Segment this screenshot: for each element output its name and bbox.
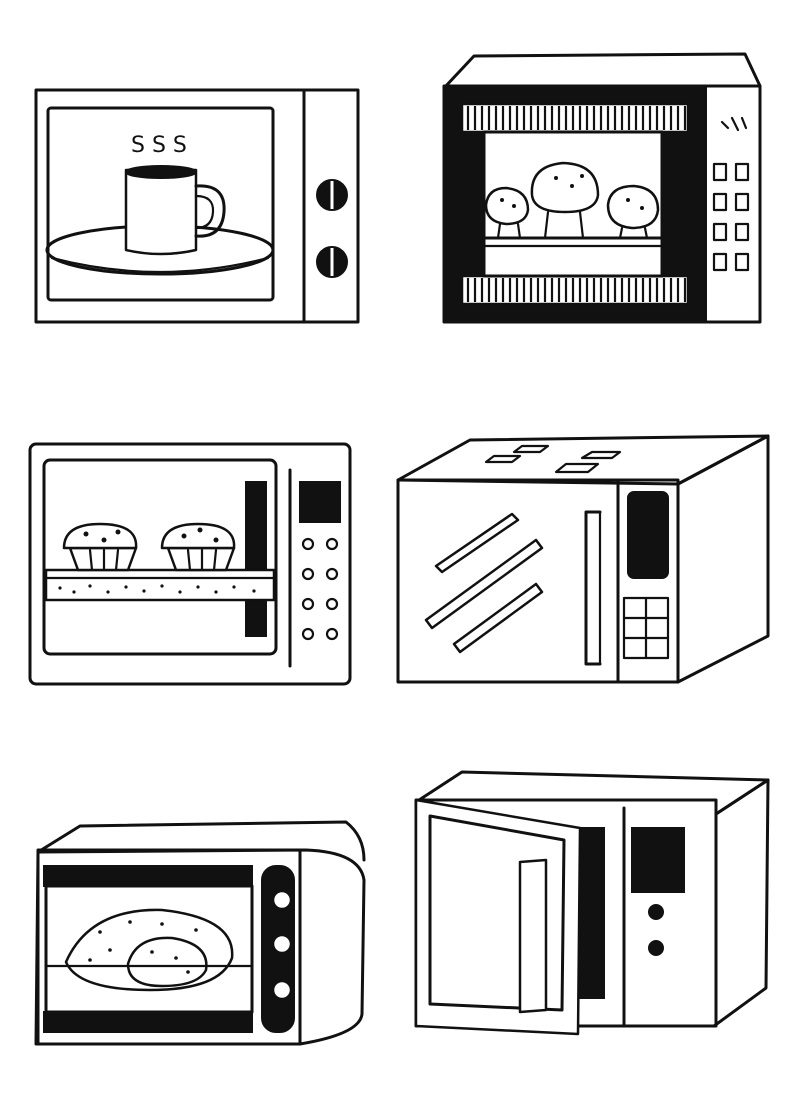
- microwave-coffee-icon: S S S: [34, 88, 360, 324]
- oven-chicken-icon: [34, 820, 366, 1046]
- oven-buns-icon: [442, 52, 762, 324]
- microwave-open-door-icon: [414, 770, 770, 1036]
- oven-stripes-top: [460, 102, 690, 134]
- steam-glyphs: S S S: [131, 133, 187, 158]
- oven-stripes-bottom: [460, 274, 690, 306]
- microwave-3d-closed-icon: [396, 434, 770, 684]
- microwave-muffins-icon: [28, 442, 352, 686]
